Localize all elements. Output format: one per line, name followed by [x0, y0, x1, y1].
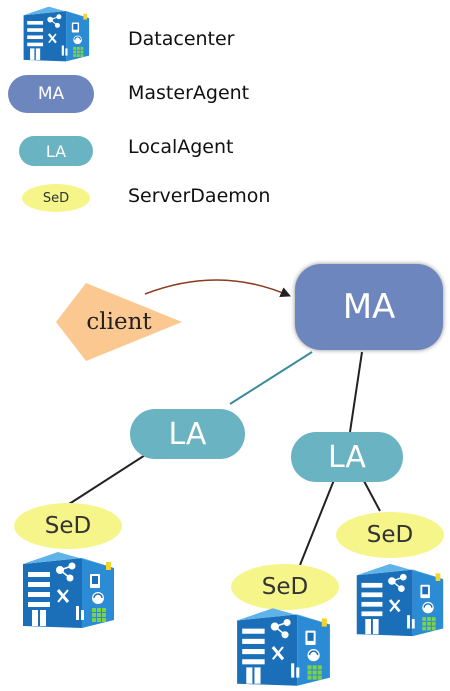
client-diamond-shape: [56, 283, 182, 361]
client-to-ma-arrow: [144, 279, 291, 297]
datacenter-icon: [18, 550, 118, 630]
legend-ma-badge: MA: [8, 75, 94, 113]
legend-server-daemon: SeD ServerDaemon: [0, 176, 450, 220]
edge-ma-la-left: [229, 351, 313, 405]
legend-sed-badge-text: SeD: [42, 190, 70, 206]
legend-la-badge-text: LA: [45, 141, 67, 161]
edge-la-right-sed-right: [363, 480, 381, 512]
edge-ma-la-right: [349, 351, 363, 433]
legend-sed-label: ServerDaemon: [128, 185, 271, 207]
client-label: client: [86, 309, 152, 335]
local-agent-label-left: LA: [168, 416, 207, 452]
legend-ma-badge-text: MA: [37, 84, 65, 104]
server-daemon-label-middle: SeD: [261, 574, 309, 600]
local-agent-node-left: LA: [130, 409, 245, 459]
local-agent-node-right: LA: [291, 432, 403, 482]
server-daemon-node-right: SeD: [336, 512, 444, 558]
legend-sed-badge: SeD: [22, 184, 90, 212]
legend-master-agent: MA MasterAgent: [0, 72, 450, 116]
server-daemon-label-right: SeD: [366, 522, 414, 548]
server-daemon-label-left: SeD: [44, 513, 92, 539]
client-node: client: [56, 283, 182, 361]
legend-local-agent: LA LocalAgent: [0, 126, 450, 170]
legend-la-label: LocalAgent: [128, 136, 234, 158]
server-daemon-node-middle: SeD: [231, 564, 339, 610]
edge-la-left-sed-left: [65, 449, 154, 507]
datacenter-icon: [352, 558, 447, 642]
master-agent-label: MA: [342, 287, 396, 327]
legend-ma-label: MasterAgent: [128, 82, 250, 104]
server-daemon-node-left: SeD: [14, 503, 122, 549]
legend-datacenter: Datacenter: [0, 0, 450, 44]
datacenter-icon: [232, 606, 334, 688]
edge-la-right-sed-middle: [299, 479, 335, 566]
legend-datacenter-label: Datacenter: [128, 28, 235, 50]
master-agent-node: MA: [295, 264, 443, 350]
legend-la-badge: LA: [19, 136, 93, 166]
local-agent-label-right: LA: [328, 439, 366, 475]
